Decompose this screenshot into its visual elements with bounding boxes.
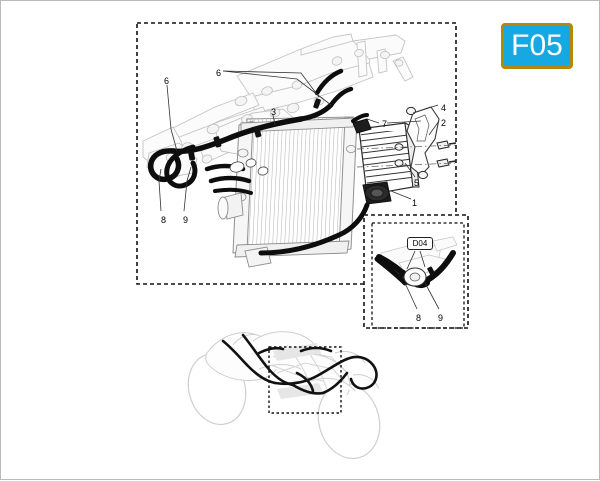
axis-centerlines bbox=[356, 144, 458, 168]
vehicle-overview-drawing bbox=[187, 331, 381, 460]
callout-main-1-7[interactable]: 1 bbox=[412, 198, 418, 208]
main-panel-boundary bbox=[136, 22, 457, 285]
hose-clamps bbox=[188, 98, 321, 161]
callout-main-9-9[interactable]: 9 bbox=[183, 215, 189, 225]
callout-leaders bbox=[158, 70, 440, 212]
callout-inset-8-0[interactable]: 8 bbox=[416, 313, 422, 323]
callout-main-7-3[interactable]: 7 bbox=[382, 119, 388, 129]
overview-highlight-box bbox=[268, 346, 342, 414]
page-code-badge: F05 bbox=[501, 23, 573, 69]
hose-fittings bbox=[229, 158, 269, 176]
page-code-label: F05 bbox=[511, 29, 563, 62]
bracket-fasteners bbox=[394, 106, 428, 180]
callout-main-2-5[interactable]: 2 bbox=[441, 118, 447, 128]
callout-main-6-1[interactable]: 6 bbox=[216, 68, 222, 78]
bolt-hardware bbox=[436, 140, 457, 168]
mounting-bracket bbox=[406, 106, 440, 176]
coolant-hose-routing bbox=[147, 68, 370, 256]
callout-main-8-8[interactable]: 8 bbox=[161, 215, 167, 225]
reference-badge-d04[interactable]: D04 bbox=[407, 237, 433, 250]
callout-main-6-0[interactable]: 6 bbox=[164, 76, 170, 86]
reference-badge-label: D04 bbox=[412, 238, 428, 248]
callout-main-5-6[interactable]: 5 bbox=[414, 178, 420, 188]
callout-main-4-4[interactable]: 4 bbox=[441, 103, 447, 113]
radiator-core bbox=[217, 116, 358, 268]
inset-inner-boundary bbox=[371, 222, 465, 329]
callout-main-3-2[interactable]: 3 bbox=[271, 107, 277, 117]
callout-inset-9-1[interactable]: 9 bbox=[438, 313, 444, 323]
